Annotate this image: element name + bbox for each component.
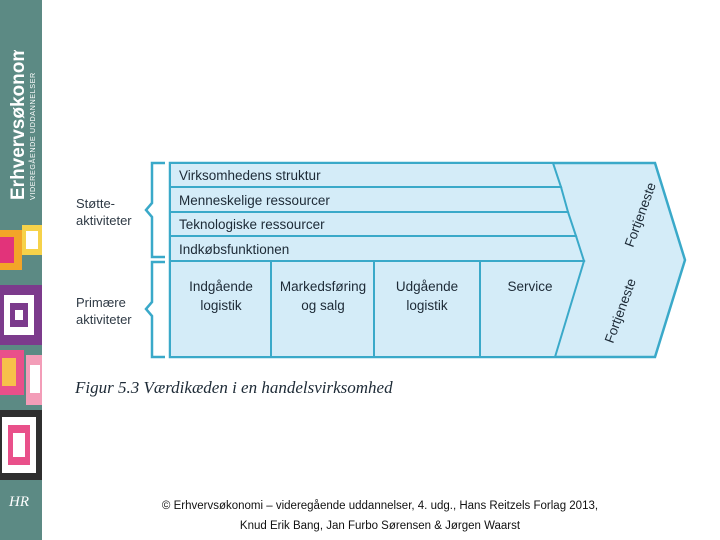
decorative-pattern [0, 225, 42, 485]
support-brace [144, 161, 165, 259]
primary-activities-label: Primære aktiviteter [76, 295, 132, 327]
primary-brace [144, 260, 165, 359]
figure-caption: Figur 5.3 Værdikæden i en handelsvirksom… [75, 378, 393, 397]
primary-column-label: Markedsføring [280, 279, 366, 294]
primary-column-label: logistik [406, 298, 448, 313]
sidebar: Erhvervsøkonomi VIDEREGÅENDE UDDANNELSER… [0, 0, 42, 540]
brand-title: Erhvervsøkonomi [8, 50, 29, 200]
primary-column-label: logistik [200, 298, 242, 313]
brand-logo: Erhvervsøkonomi VIDEREGÅENDE UDDANNELSER [8, 50, 37, 200]
margin-divider [584, 260, 685, 261]
support-row-label: Menneskelige ressourcer [179, 193, 330, 208]
support-row-label: Virksomhedens struktur [179, 168, 321, 183]
support-row-label: Indkøbsfunktionen [179, 242, 289, 257]
primary-column-label: og salg [301, 298, 345, 313]
primary-column-label: Indgående [189, 279, 253, 294]
support-activities-label: Støtte- aktiviteter [76, 196, 132, 228]
brand-subtitle: VIDEREGÅENDE UDDANNELSER [28, 72, 37, 200]
footer-line-1: © Erhvervsøkonomi – videregående uddanne… [161, 500, 599, 512]
primary-column-label: Udgående [396, 279, 458, 294]
primary-column-label: Service [507, 279, 552, 294]
support-row-label: Teknologiske ressourcer [179, 217, 325, 232]
footer-line-2: Knud Erik Bang, Jan Furbo Sørensen & Jør… [239, 520, 521, 532]
publisher-logo: HR [9, 494, 29, 510]
copyright-footer: © Erhvervsøkonomi – videregående uddanne… [90, 496, 670, 536]
